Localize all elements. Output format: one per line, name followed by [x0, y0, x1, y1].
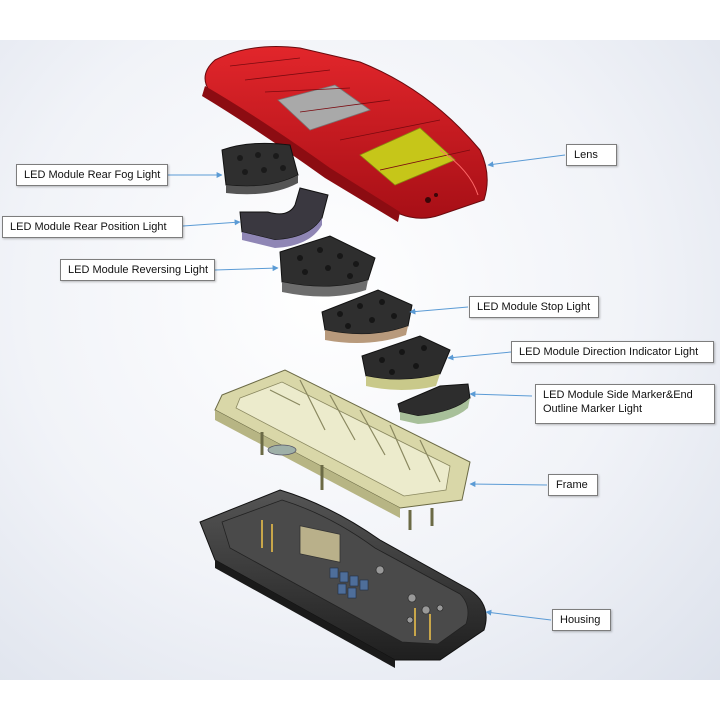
reversing-module: [279, 235, 376, 297]
leader-line-side-marker: [469, 391, 533, 398]
leader-line-reversing: [214, 265, 279, 272]
leader-line-housing: [485, 609, 552, 621]
leader-line-rear-position: [182, 219, 241, 227]
label-reversing: LED Module Reversing Light: [60, 259, 215, 281]
housing-part: [199, 489, 487, 668]
label-side-marker: LED Module Side Marker&End Outline Marke…: [535, 384, 715, 424]
side-marker-module: [397, 383, 471, 424]
label-lens: Lens: [566, 144, 617, 166]
lens-part: [202, 46, 488, 222]
label-frame: Frame: [548, 474, 598, 496]
stop-module: [321, 289, 413, 344]
frame-part: [214, 369, 471, 530]
leader-line-direction-indicator: [447, 351, 512, 361]
rear-fog-module: [221, 142, 299, 195]
label-stop: LED Module Stop Light: [469, 296, 599, 318]
leader-line-stop: [409, 306, 469, 315]
direction-indicator-module: [361, 335, 451, 390]
label-rear-position: LED Module Rear Position Light: [2, 216, 183, 238]
label-direction-indicator: LED Module Direction Indicator Light: [511, 341, 714, 363]
label-rear-fog: LED Module Rear Fog Light: [16, 164, 168, 186]
leader-line-frame: [469, 481, 548, 488]
leader-line-lens: [487, 154, 566, 168]
label-housing: Housing: [552, 609, 611, 631]
rear-position-module: [239, 187, 329, 248]
leader-lines: [168, 154, 566, 621]
